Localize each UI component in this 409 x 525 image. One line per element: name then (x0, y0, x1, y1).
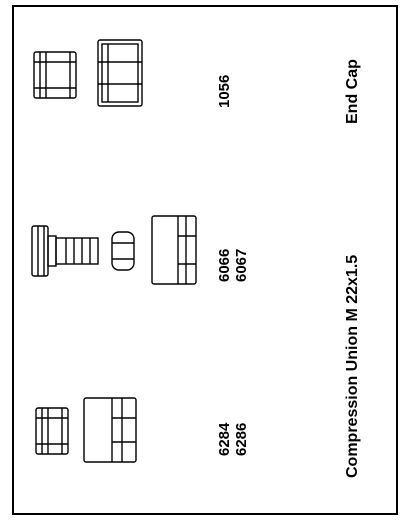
fitting-sleeve-drawing (35, 407, 69, 455)
end-cap-title: End Cap (344, 59, 361, 124)
union-title: Compression Union M 22x1.5 (344, 254, 361, 478)
end-cap-sleeve-drawing (33, 51, 77, 99)
fitting-codes: 6284 6286 (216, 422, 250, 456)
end-cap-nut-drawing (97, 39, 143, 107)
union-nut-drawing (151, 215, 197, 285)
union-codes: 6066 6067 (216, 248, 250, 282)
union-ring-drawing (111, 231, 135, 271)
fitting-nut-drawing (83, 397, 137, 463)
union-fitting-drawing (31, 225, 99, 277)
drawing-frame (12, 5, 398, 515)
end-cap-code: 1056 (216, 74, 233, 108)
